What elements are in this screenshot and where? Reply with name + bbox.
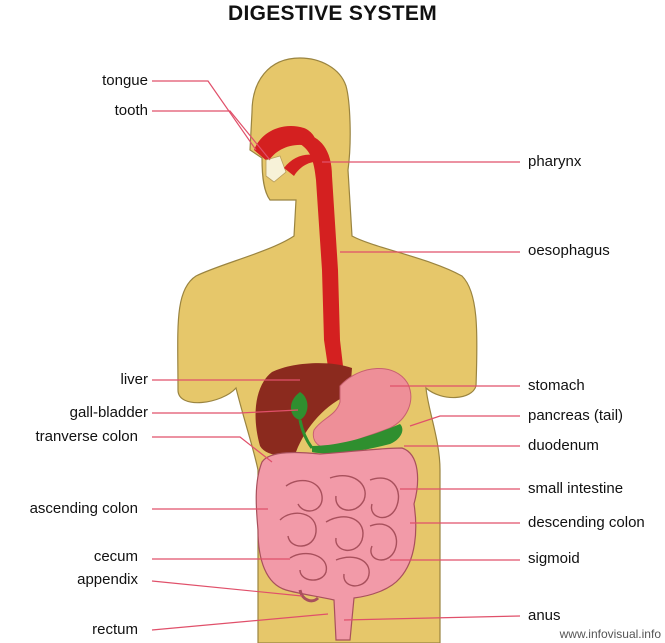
label-rectum: rectum [92,621,138,638]
label-ascending-colon: ascending colon [29,500,138,517]
label-tongue: tongue [102,72,148,89]
watermark: www.infovisual.info [559,627,661,641]
label-cecum: cecum [93,548,138,565]
label-pharynx: pharynx [528,153,582,170]
label-stomach: stomach [528,377,585,394]
label-small-intestine: small intestine [528,480,624,497]
small-intestine-coils [279,475,400,587]
label-anus: anus [528,607,561,624]
label-tooth: tooth [114,102,148,119]
pancreas-shape [312,424,403,454]
label-pancreas-tail: pancreas (tail) [528,407,624,424]
label-oesophagus: oesophagus [528,242,610,259]
appendix-shape [298,589,320,603]
label-liver: liver [120,371,148,388]
gall-bladder-shape [290,392,308,420]
tooth-shape [265,155,287,183]
label-appendix: appendix [77,571,138,588]
label-tranverse-colon: tranverse colon [35,428,138,445]
leader-lines [151,80,521,631]
label-descending-colon: descending colon [528,514,645,531]
tongue-shape [254,126,317,162]
oesophagus-shape [300,134,346,394]
label-duodenum: duodenum [528,437,599,454]
label-sigmoid: sigmoid [528,550,580,567]
label-gall-bladder: gall-bladder [69,404,148,421]
page-title: DIGESTIVE SYSTEM [227,2,437,25]
